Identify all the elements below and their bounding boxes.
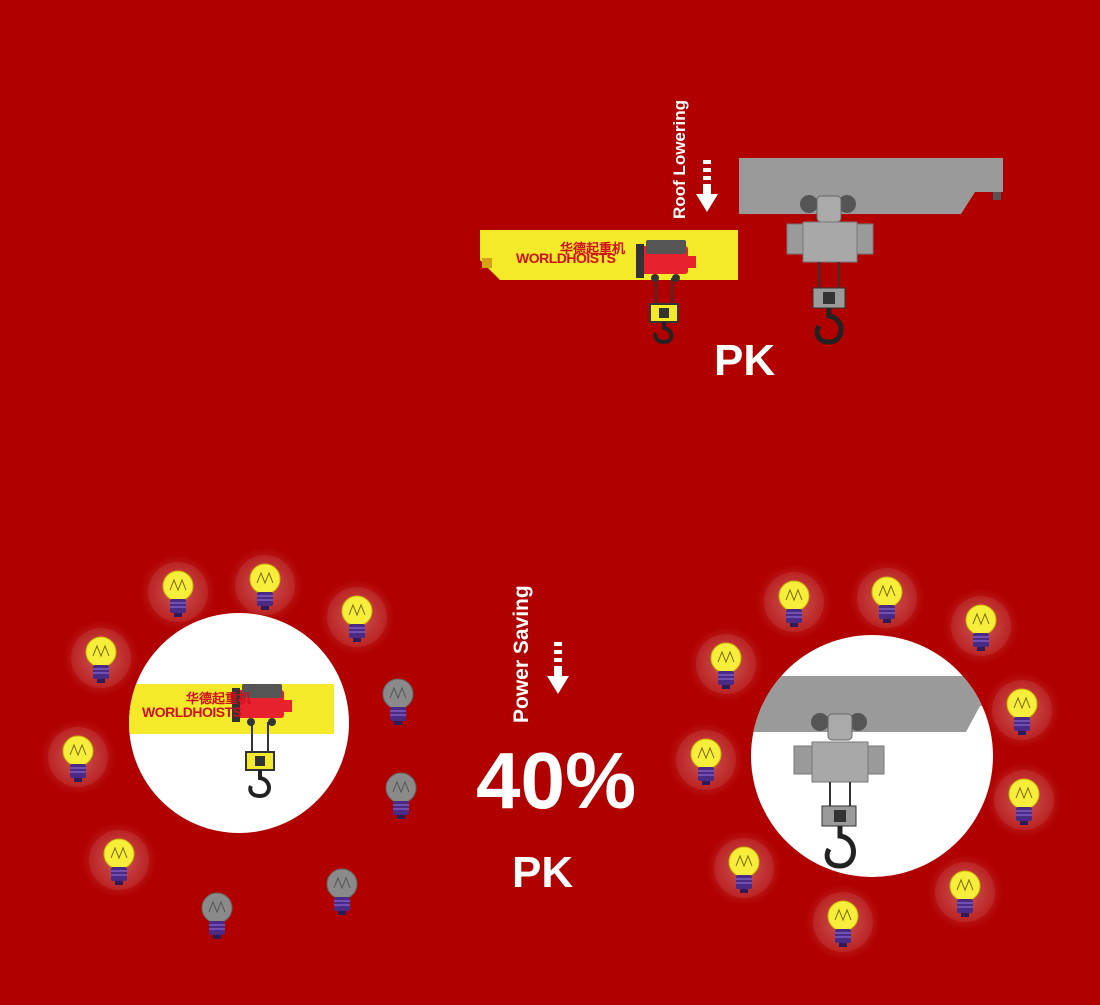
- bulb-lit-icon: [80, 821, 158, 899]
- bottom-pk-label: PK: [512, 848, 574, 897]
- bulb-lit-icon: [226, 546, 304, 624]
- brand-name-cn: 华德起重机: [186, 692, 252, 707]
- power-saving-label: Power Saving: [510, 585, 533, 723]
- bulb-lit-icon: [62, 619, 140, 697]
- brand-name-cn: 华德起重机: [560, 242, 626, 257]
- top-pk-label: PK: [714, 336, 776, 385]
- left-crane-circle: [129, 613, 349, 833]
- right-crane-circle: [751, 635, 993, 877]
- bulb-lit-icon: [926, 853, 1004, 931]
- roof-lowering-label: Roof Lowering: [670, 100, 689, 219]
- roof-lowering-arrow-icon: [696, 160, 718, 212]
- bulb-lit-icon: [983, 671, 1061, 749]
- brand-logo-text: WORLDHOISTS: [516, 250, 616, 266]
- bulb-off-icon: [201, 892, 233, 940]
- bulb-lit-icon: [667, 721, 745, 799]
- power-saving-arrow-icon: [547, 642, 569, 694]
- bulb-off-icon: [385, 772, 417, 820]
- bulb-lit-icon: [848, 559, 926, 637]
- bulb-lit-icon: [942, 587, 1020, 665]
- bulb-lit-icon: [755, 563, 833, 641]
- bulb-lit-icon: [804, 883, 882, 961]
- bulb-lit-icon: [705, 829, 783, 907]
- bulb-lit-icon: [985, 761, 1063, 839]
- bulb-off-icon: [326, 868, 358, 916]
- bulb-lit-icon: [687, 625, 765, 703]
- bulb-off-icon: [382, 678, 414, 726]
- bulb-lit-icon: [318, 578, 396, 656]
- bulb-lit-icon: [39, 718, 117, 796]
- brand-logo-text: WORLDHOISTS: [142, 704, 242, 720]
- power-saving-percent: 40%: [476, 736, 637, 825]
- standard-crane: [739, 158, 1003, 342]
